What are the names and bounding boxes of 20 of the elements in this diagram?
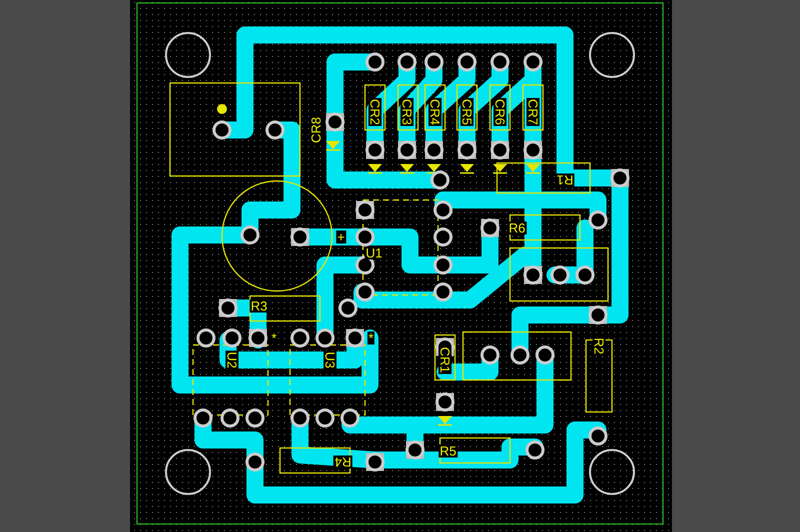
part-label: R5 (438, 444, 458, 458)
part-label: R2 (592, 336, 606, 356)
part-label: R4 (334, 456, 352, 468)
part-label: U1 (364, 246, 384, 260)
part-label: U3 (324, 350, 336, 370)
part-label: + (336, 230, 346, 244)
part-label: R3 (250, 300, 268, 312)
part-label: U2 (226, 350, 238, 370)
part-label: R1 (556, 174, 574, 186)
part-label: CR5 (460, 98, 474, 126)
part-label: CR7 (526, 98, 540, 126)
part-label: CR1 (438, 346, 452, 374)
part-label: * (270, 332, 278, 344)
part-label: CR8 (310, 116, 322, 144)
part-label: CR6 (494, 98, 506, 126)
part-label: CR2 (368, 98, 382, 126)
part-label: CR4 (428, 98, 442, 126)
part-label: * (367, 332, 375, 344)
part-label: CR3 (400, 98, 414, 126)
part-label: R6 (508, 222, 526, 234)
